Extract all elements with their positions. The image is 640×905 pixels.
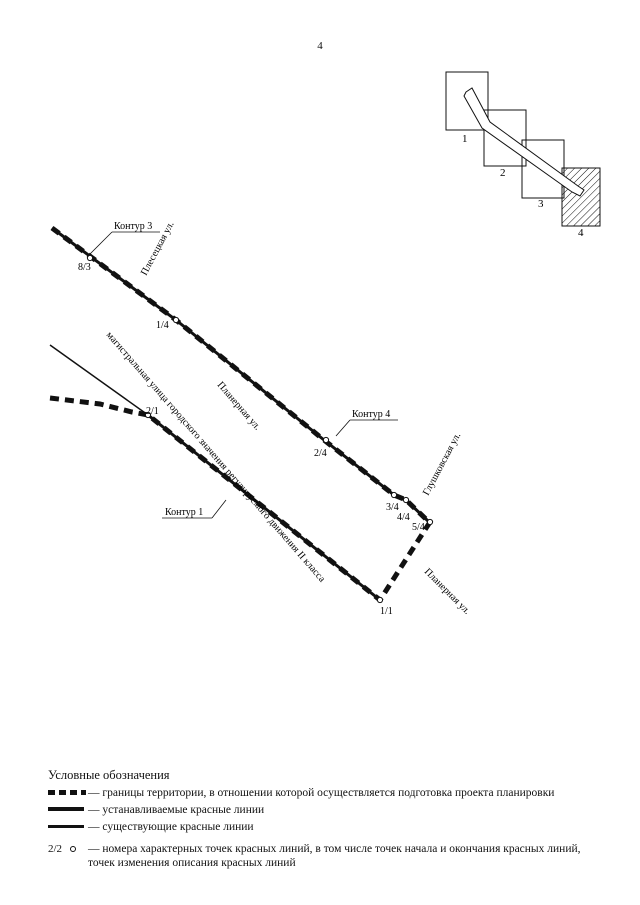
legend-text-boundary: — границы территории, в отношении которо… <box>88 787 555 799</box>
point-5-4-marker[interactable] <box>426 518 434 526</box>
index-sheet-label-4: 4 <box>578 227 584 239</box>
point-label-1-1: 1/1 <box>380 606 393 617</box>
index-sheet-label-2: 2 <box>500 167 506 179</box>
point-labels: 8/3 1/4 2/1 2/4 3/4 4/4 5/4 1/1 <box>78 262 425 617</box>
territory-boundary-east <box>377 520 433 602</box>
contour-3-label: Контур 3 <box>114 221 152 232</box>
contour-3-callout: Контур 3 <box>87 221 160 257</box>
legend-solid-medium-swatch <box>48 820 86 834</box>
point-8-3-marker[interactable] <box>86 254 94 262</box>
street-label-magistral: магистральная улица городского значения … <box>104 330 328 585</box>
legend-point-swatch: 2/2 <box>48 842 86 856</box>
index-sheet-frame-1[interactable] <box>445 71 489 131</box>
point-label-3-4: 3/4 <box>386 502 399 513</box>
contour-1-label: Контур 1 <box>165 507 203 518</box>
index-sheet-frame-4[interactable] <box>561 167 601 227</box>
point-label-1-4: 1/4 <box>156 320 169 331</box>
legend-title: Условные обозначения <box>48 768 170 782</box>
point-2-1-marker[interactable] <box>144 411 152 419</box>
legend-item-point: 2/2 — номера характерных точек красных л… <box>48 842 608 870</box>
established-red-line-west <box>49 344 149 416</box>
index-sheet-label-1: 1 <box>462 133 468 145</box>
legend-text-established: — устанавливаемые красные линии <box>88 804 265 816</box>
index-sheet-frame-2[interactable] <box>483 109 527 167</box>
point-label-2-4: 2/4 <box>314 448 327 459</box>
index-map: 1 2 3 4 <box>445 71 601 239</box>
legend-item-established: — устанавливаемые красные линии <box>48 803 608 817</box>
page-number: 4 <box>317 40 323 52</box>
territory-boundary-upper <box>50 225 430 523</box>
legend-text-point: — номера характерных точек красных линий… <box>88 843 581 869</box>
point-1-4-marker[interactable] <box>172 316 180 324</box>
legend-point-symbol: 2/2 <box>48 843 63 855</box>
point-1-1-marker[interactable] <box>376 596 384 604</box>
point-2-4-marker[interactable] <box>322 436 330 444</box>
legend: Условные обозначения — границы территори… <box>48 768 608 873</box>
legend-item-existing: — существующие красные линии <box>48 820 608 834</box>
index-street-outline <box>463 87 585 197</box>
point-label-2-1: 2/1 <box>146 406 159 417</box>
point-3-4-marker[interactable] <box>390 491 398 499</box>
legend-item-boundary: — границы территории, в отношении которо… <box>48 786 608 800</box>
contour-4-callout: Контур 4 <box>335 409 398 437</box>
point-label-8-3: 8/3 <box>78 262 91 273</box>
point-markers <box>86 254 434 604</box>
street-label-planernaya-main: Планерная ул. <box>215 380 263 433</box>
street-label-planernaya-lower: Планерная ул. <box>422 566 472 616</box>
contour-1-callout: Контур 1 <box>162 499 227 519</box>
legend-dashed-swatch <box>48 786 86 800</box>
point-circle-icon <box>70 846 77 852</box>
index-sheet-label-3: 3 <box>538 198 544 210</box>
point-4-4-marker[interactable] <box>402 496 410 504</box>
point-label-4-4: 4/4 <box>397 512 410 523</box>
street-label-glushkova: Глушковская ул. <box>421 431 463 498</box>
point-label-5-4: 5/4 <box>412 522 425 533</box>
legend-solid-thick-swatch <box>48 803 86 817</box>
contour-4-label: Контур 4 <box>352 409 390 420</box>
territory-boundary-lower <box>49 395 382 602</box>
legend-text-existing: — существующие красные линии <box>88 821 254 833</box>
